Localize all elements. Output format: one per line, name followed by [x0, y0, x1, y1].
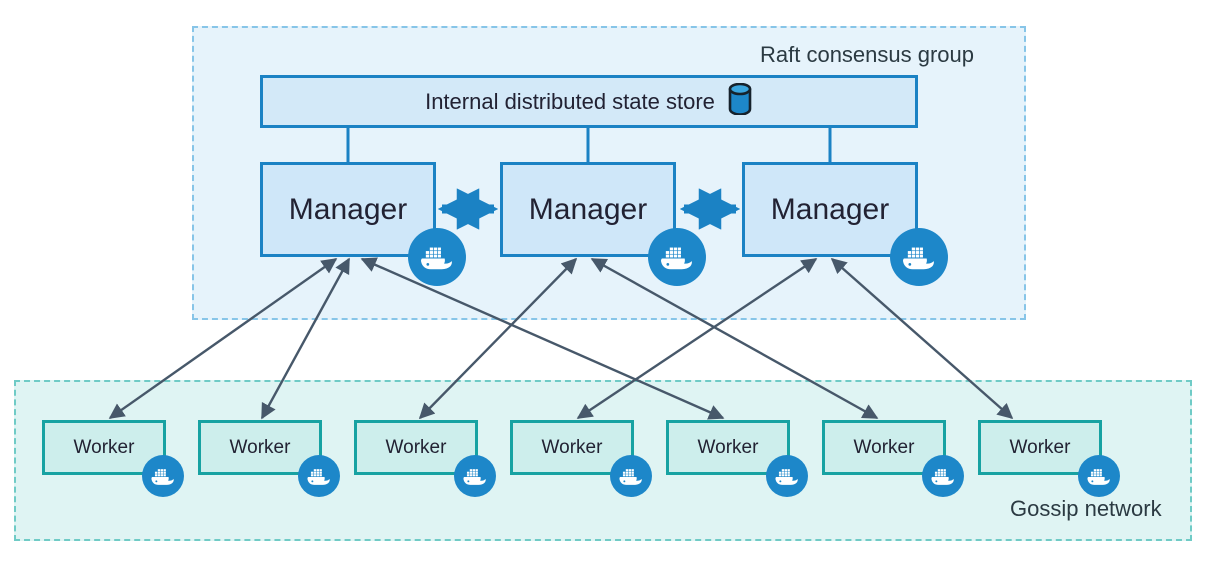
gossip-network-label: Gossip network — [1010, 496, 1162, 521]
state-store-label: Internal distributed state store — [425, 88, 715, 114]
worker-node-4[interactable]: Worker — [510, 420, 634, 475]
worker-label: Worker — [853, 436, 915, 458]
docker-whale-icon-manager-3 — [890, 228, 948, 286]
docker-whale-icon-worker-7 — [1078, 455, 1120, 497]
worker-label: Worker — [697, 436, 759, 458]
manager-label: Manager — [770, 192, 890, 226]
docker-whale-icon-worker-3 — [454, 455, 496, 497]
docker-whale-icon-worker-6 — [922, 455, 964, 497]
manager-node-2[interactable]: Manager — [500, 162, 676, 257]
docker-whale-icon-worker-4 — [610, 455, 652, 497]
raft-consensus-group-label: Raft consensus group — [760, 42, 975, 67]
docker-whale-icon-manager-1 — [408, 228, 466, 286]
docker-whale-icon-worker-5 — [766, 455, 808, 497]
link-manager1-worker1 — [108, 258, 338, 419]
internal-state-store-box[interactable]: Internal distributed state store — [260, 75, 918, 128]
manager-worker-links — [108, 257, 1014, 420]
state-store-connectors — [346, 128, 832, 162]
manager-node-1[interactable]: Manager — [260, 162, 436, 257]
worker-label: Worker — [385, 436, 447, 458]
manager-label: Manager — [528, 192, 648, 226]
worker-label: Worker — [73, 436, 135, 458]
worker-label: Worker — [229, 436, 291, 458]
worker-label: Worker — [1009, 436, 1071, 458]
link-manager3-worker7 — [830, 257, 1014, 420]
worker-label: Worker — [541, 436, 603, 458]
link-manager3-worker4 — [576, 258, 818, 419]
link-manager2-worker3 — [418, 257, 578, 420]
link-manager2-worker6 — [590, 257, 879, 420]
docker-whale-icon-worker-1 — [142, 455, 184, 497]
manager-node-3[interactable]: Manager — [742, 162, 918, 257]
manager-label: Manager — [288, 192, 408, 226]
docker-whale-icon-worker-2 — [298, 455, 340, 497]
docker-whale-icon-manager-2 — [648, 228, 706, 286]
database-cylinder-icon — [727, 82, 753, 120]
link-manager1-worker2 — [260, 257, 351, 420]
